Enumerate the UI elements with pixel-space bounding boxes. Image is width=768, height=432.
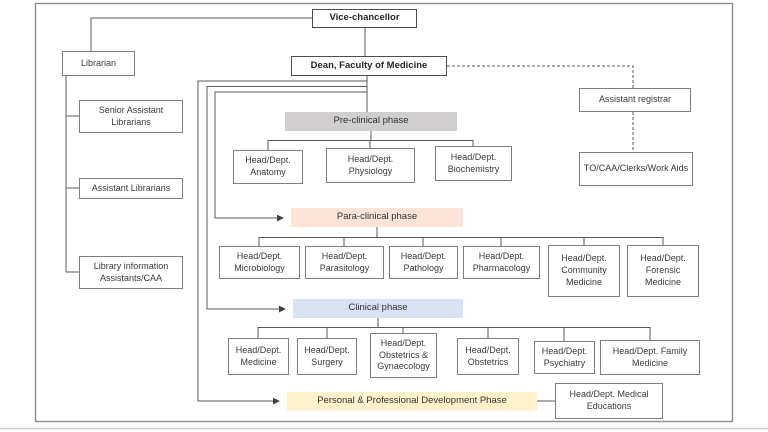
phase-bar-para-clinical: Para-clinical phase: [291, 208, 463, 227]
node-dept-pharmacology: Head/Dept. Pharmacology: [463, 246, 540, 279]
phase-bar-pre-clinical: Pre-clinical phase: [285, 112, 457, 131]
node-dept-biochemistry: Head/Dept. Biochemistry: [435, 146, 512, 181]
node-dept-microbiology: Head/Dept. Microbiology: [219, 246, 300, 279]
node-dept-medical-educations: Head/Dept. Medical Educations: [555, 383, 663, 419]
node-dept-anatomy: Head/Dept. Anatomy: [233, 150, 303, 184]
diagram-border: [34, 2, 734, 423]
node-dept-obstetrics-gynaecology: Head/Dept. Obstetrics & Gynaecology: [370, 333, 437, 378]
node-dept-family-medicine: Head/Dept. Family Medicine: [600, 340, 700, 375]
node-assistant-librarians: Assistant Librarians: [79, 178, 183, 199]
node-librarian: Librarian: [62, 51, 135, 76]
node-vice-chancellor: Vice-chancellor: [312, 9, 417, 28]
node-dept-surgery: Head/Dept. Surgery: [297, 338, 357, 375]
node-dept-physiology: Head/Dept. Physiology: [326, 148, 415, 183]
node-library-information-assistants: Library information Assistants/CAA: [79, 256, 183, 289]
node-dept-obstetrics: Head/Dept. Obstetrics: [457, 338, 519, 375]
node-dept-forensic-medicine: Head/Dept. Forensic Medicine: [627, 245, 699, 297]
node-dept-psychiatry: Head/Dept. Psychiatry: [534, 341, 595, 374]
node-senior-assistant-librarians: Senior Assistant Librarians: [79, 100, 183, 133]
node-registrar-staff: TO/CAA/Clerks/Work Aids: [579, 152, 693, 186]
node-dean: Dean, Faculty of Medicine: [291, 56, 447, 76]
node-dept-medicine: Head/Dept. Medicine: [228, 338, 289, 375]
node-dept-community-medicine: Head/Dept. Community Medicine: [548, 245, 620, 297]
node-dept-parasitology: Head/Dept. Parasitology: [305, 246, 384, 279]
phase-bar-clinical: Clinical phase: [293, 299, 463, 318]
node-assistant-registrar: Assistant registrar: [579, 88, 691, 112]
node-dept-pathology: Head/Dept. Pathology: [389, 246, 458, 279]
phase-bar-personal-professional: Personal & Professional Development Phas…: [287, 392, 537, 411]
